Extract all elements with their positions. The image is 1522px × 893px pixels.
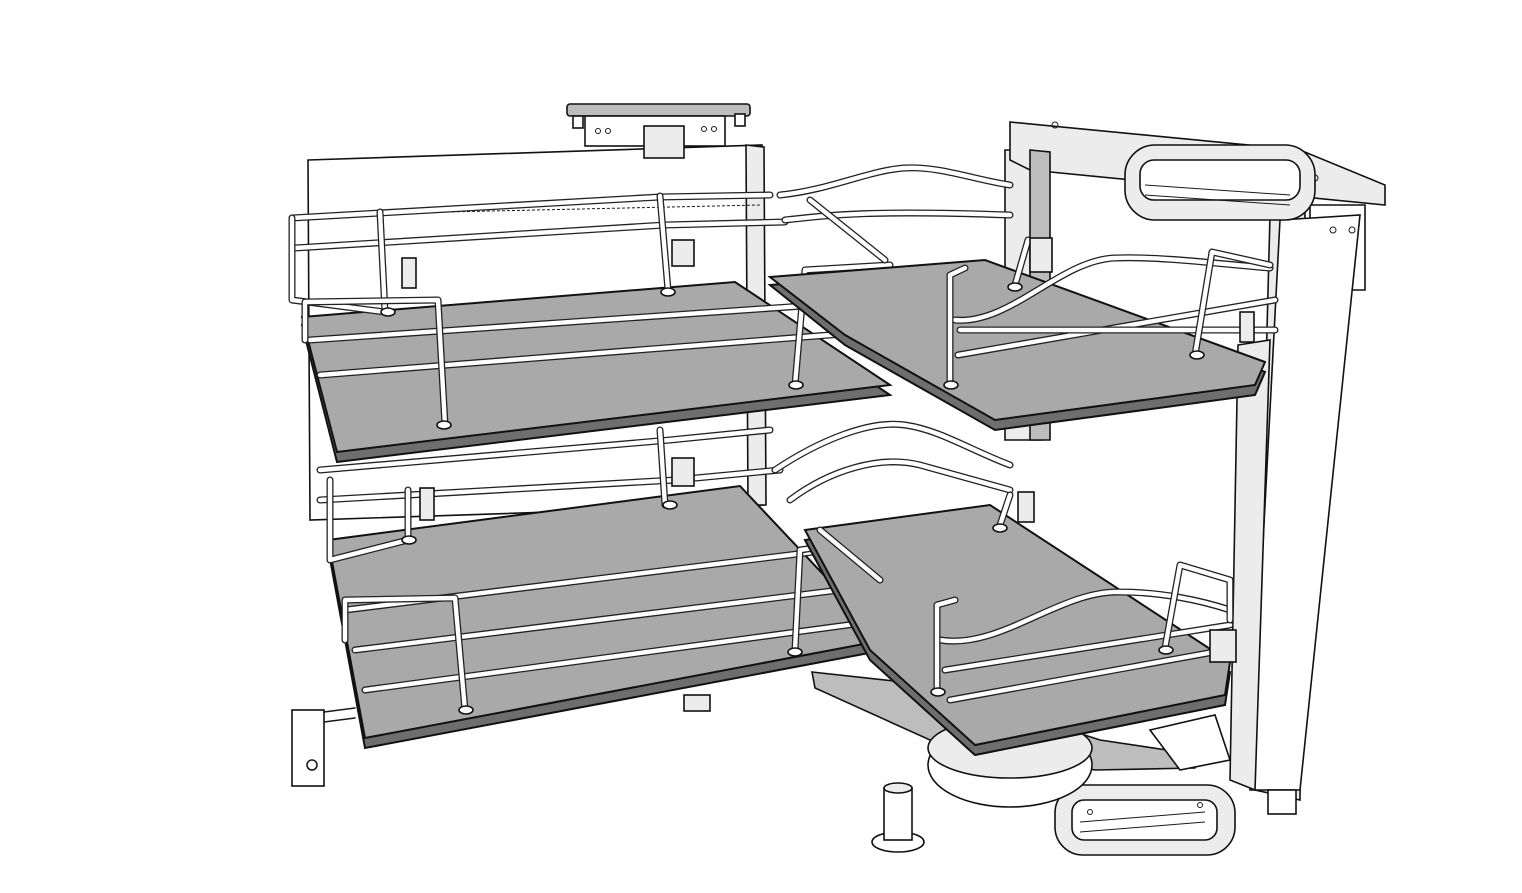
shelf-support-pins xyxy=(380,282,1205,715)
upper-slide-rail-end-cap xyxy=(1124,144,1316,221)
upper-right-basket-tray xyxy=(767,258,1267,432)
floor-bracket-left xyxy=(291,707,356,787)
wire-mounting-clips xyxy=(401,237,1255,712)
pivot-post-foot xyxy=(871,782,925,853)
lower-right-basket-wires xyxy=(771,420,1234,704)
top-mounting-bracket xyxy=(566,103,751,159)
upper-left-basket-wires xyxy=(288,191,897,429)
upper-right-basket-wires xyxy=(776,164,1279,389)
lower-slide-rail-end-cap xyxy=(1054,784,1236,856)
